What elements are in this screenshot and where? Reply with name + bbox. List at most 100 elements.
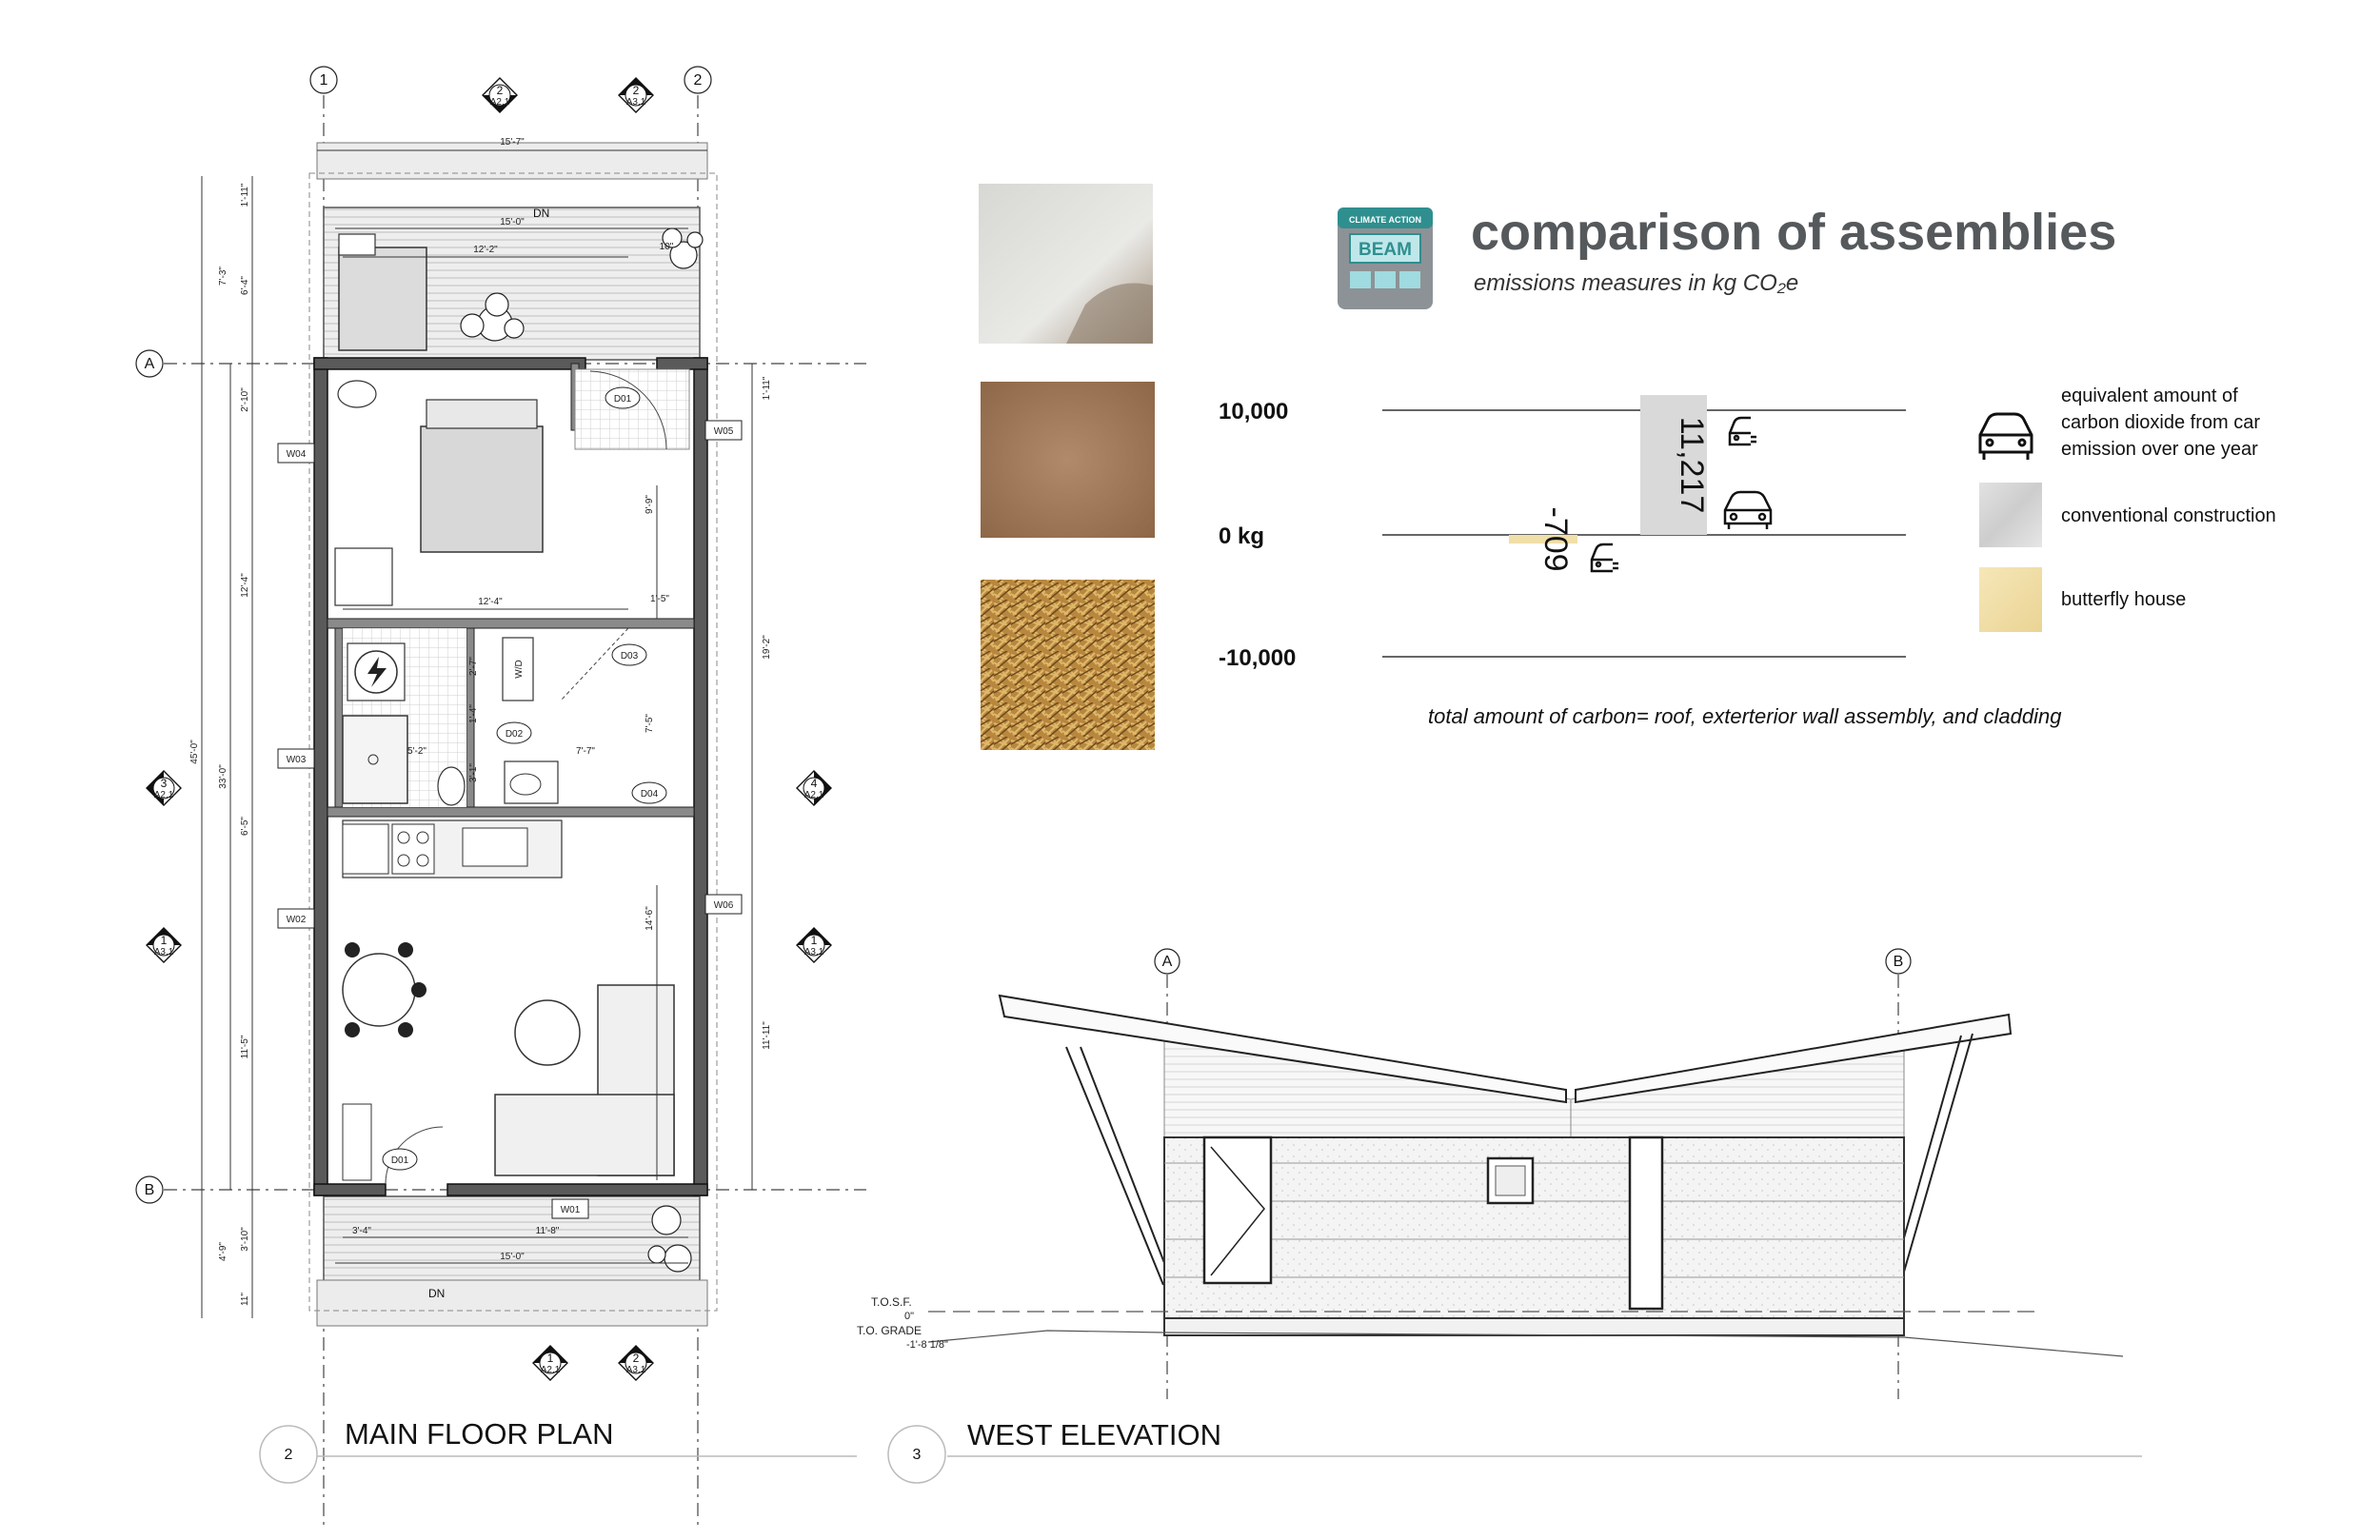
legend-butterfly-label: butterfly house (2061, 589, 2186, 610)
chart-tick-label: 0 kg (1219, 523, 1264, 549)
entry-bench (342, 1103, 372, 1181)
plan-title-number: 2 (285, 1447, 293, 1463)
door-tag-d03: D03 (611, 643, 647, 666)
chart-data-label-1: -709 (1537, 507, 1574, 572)
dishwasher (342, 823, 389, 875)
dim-bath-g: 1'-5" (650, 594, 669, 604)
dining-chairs (345, 942, 426, 1037)
bed (420, 425, 544, 553)
deck-planter (338, 233, 376, 256)
dim-right-c: 11'-11" (762, 1021, 772, 1050)
elevation-window-left (1202, 1135, 1273, 1285)
svg-text:W02: W02 (287, 915, 307, 925)
shower-drain (367, 754, 379, 765)
dim-left-deck: 7'-3" (218, 267, 228, 286)
dim-deck-bottom-a: 3'-4" (352, 1226, 371, 1236)
svg-text:2: 2 (633, 84, 640, 97)
plaster-texture-detail (1066, 283, 1153, 344)
car-icon (1728, 416, 1756, 446)
window-opening-indicator (1210, 1146, 1265, 1276)
tosf-value: 0" (904, 1311, 914, 1322)
window-tag-w02: W02 (277, 908, 315, 929)
comparison-title: comparison of assemblies (1471, 204, 2116, 261)
svg-text:W01: W01 (561, 1205, 581, 1215)
dim-top-overall: 15'-7" (500, 137, 525, 148)
dim-deck-bottom-b: 11'-8" (536, 1226, 560, 1236)
svg-text:W03: W03 (287, 755, 307, 765)
washer-dryer (502, 637, 534, 701)
svg-text:D04: D04 (641, 789, 659, 800)
svg-text:A: A (145, 356, 155, 372)
window-tag-w01: W01 (551, 1198, 589, 1219)
svg-text:B: B (1894, 954, 1904, 970)
shower (342, 715, 408, 804)
siding-lines (1164, 1162, 1904, 1278)
svg-text:A3.1: A3.1 (626, 97, 646, 108)
dim-left-e: 3'-10" (240, 1227, 250, 1252)
sofa-chaise (494, 1094, 675, 1176)
bedroom-desk (334, 547, 393, 606)
dim-bath-a: 2'-7" (468, 657, 479, 676)
door-tag-d02: D02 (496, 721, 532, 744)
plan-title-bubble (259, 1425, 318, 1484)
grade-line (927, 1330, 2124, 1357)
plan-dimension-lines (201, 149, 753, 1318)
car-icon (1590, 543, 1618, 573)
grid-bubble-a: A (135, 349, 164, 378)
comparison-panel: CLIMATE ACTION BEAM comparison of assemb… (979, 184, 2276, 750)
right-roof-plane (1575, 1013, 2013, 1104)
dim-bath-d: 3'-1" (468, 763, 479, 782)
exterior-walls (313, 357, 708, 1196)
main-floor-plan: 1 2 A B 2 A2.1 2 A3.1 (135, 66, 866, 1528)
section-marker-bottom-1: 1 A2.1 (532, 1345, 568, 1381)
svg-text:D02: D02 (506, 729, 524, 740)
door-tag-d01-top: D01 (605, 386, 641, 409)
left-roof-plane (998, 994, 1567, 1104)
svg-text:A: A (1162, 954, 1173, 970)
dim-left-deck-inner: 6'-4" (240, 276, 250, 295)
dim-deck-bottom-c: 15'-0" (500, 1252, 525, 1262)
comparison-subtitle: emissions measures in kg CO₂e (1474, 270, 1798, 296)
svg-text:A3.1: A3.1 (154, 947, 174, 958)
dim-left-f: 4'-9" (218, 1242, 228, 1261)
section-marker-left-3: 3 A2.1 (146, 770, 182, 806)
bedroom-chair (337, 380, 377, 408)
door-tag-d04: D04 (631, 781, 667, 804)
bedroom-door-swing (589, 370, 667, 450)
svg-text:1: 1 (547, 1352, 554, 1365)
legend-conventional-label: conventional construction (2061, 505, 2276, 526)
svg-text:A2.1: A2.1 (490, 97, 510, 108)
chart-tick-label: -10,000 (1219, 645, 1296, 671)
chart-data-label-0: 11,217 (1674, 417, 1710, 513)
section-marker-bottom-2: 2 A3.1 (618, 1345, 654, 1381)
chart-bar-0 (1640, 395, 1707, 535)
elevation-grid-bubble-a: A (1154, 948, 1180, 975)
bath-door-swing (561, 627, 629, 701)
elevation-title: WEST ELEVATION (967, 1418, 1221, 1451)
tosf-label: T.O.S.F. (871, 1295, 912, 1309)
legend-car-label-line-1: equivalent amount of (2061, 385, 2238, 406)
window-tag-w05: W05 (704, 420, 743, 441)
plan-title: MAIN FLOOR PLAN (345, 1417, 614, 1451)
dining-table (342, 953, 416, 1027)
svg-text:1: 1 (161, 934, 168, 947)
dim-bath-e: 7'-5" (645, 714, 655, 733)
straw-bale-swatch (981, 580, 1155, 750)
bath-sink (509, 773, 542, 796)
stove (391, 823, 435, 875)
dim-bath-f: 7'-7" (576, 746, 595, 757)
dim-bath-c: 5'-2" (407, 746, 426, 757)
section-marker-top-2: 2 A3.1 (618, 77, 654, 113)
dim-deck-top: 15'-0" (500, 217, 525, 227)
deck-plant-top-2 (662, 227, 704, 269)
elevation-title-bubble (887, 1425, 946, 1484)
carbon-note: total amount of carbon= roof, exterterio… (1428, 704, 2062, 728)
toilet (437, 766, 466, 806)
dim-left-a: 2'-10" (240, 387, 250, 412)
elevation-wall (1163, 1136, 1905, 1319)
svg-text:1: 1 (320, 72, 328, 89)
svg-text:1: 1 (811, 934, 818, 947)
dim-left-d: 11'-5" (240, 1035, 250, 1058)
west-elevation: A B T.O.S (857, 948, 2142, 1484)
